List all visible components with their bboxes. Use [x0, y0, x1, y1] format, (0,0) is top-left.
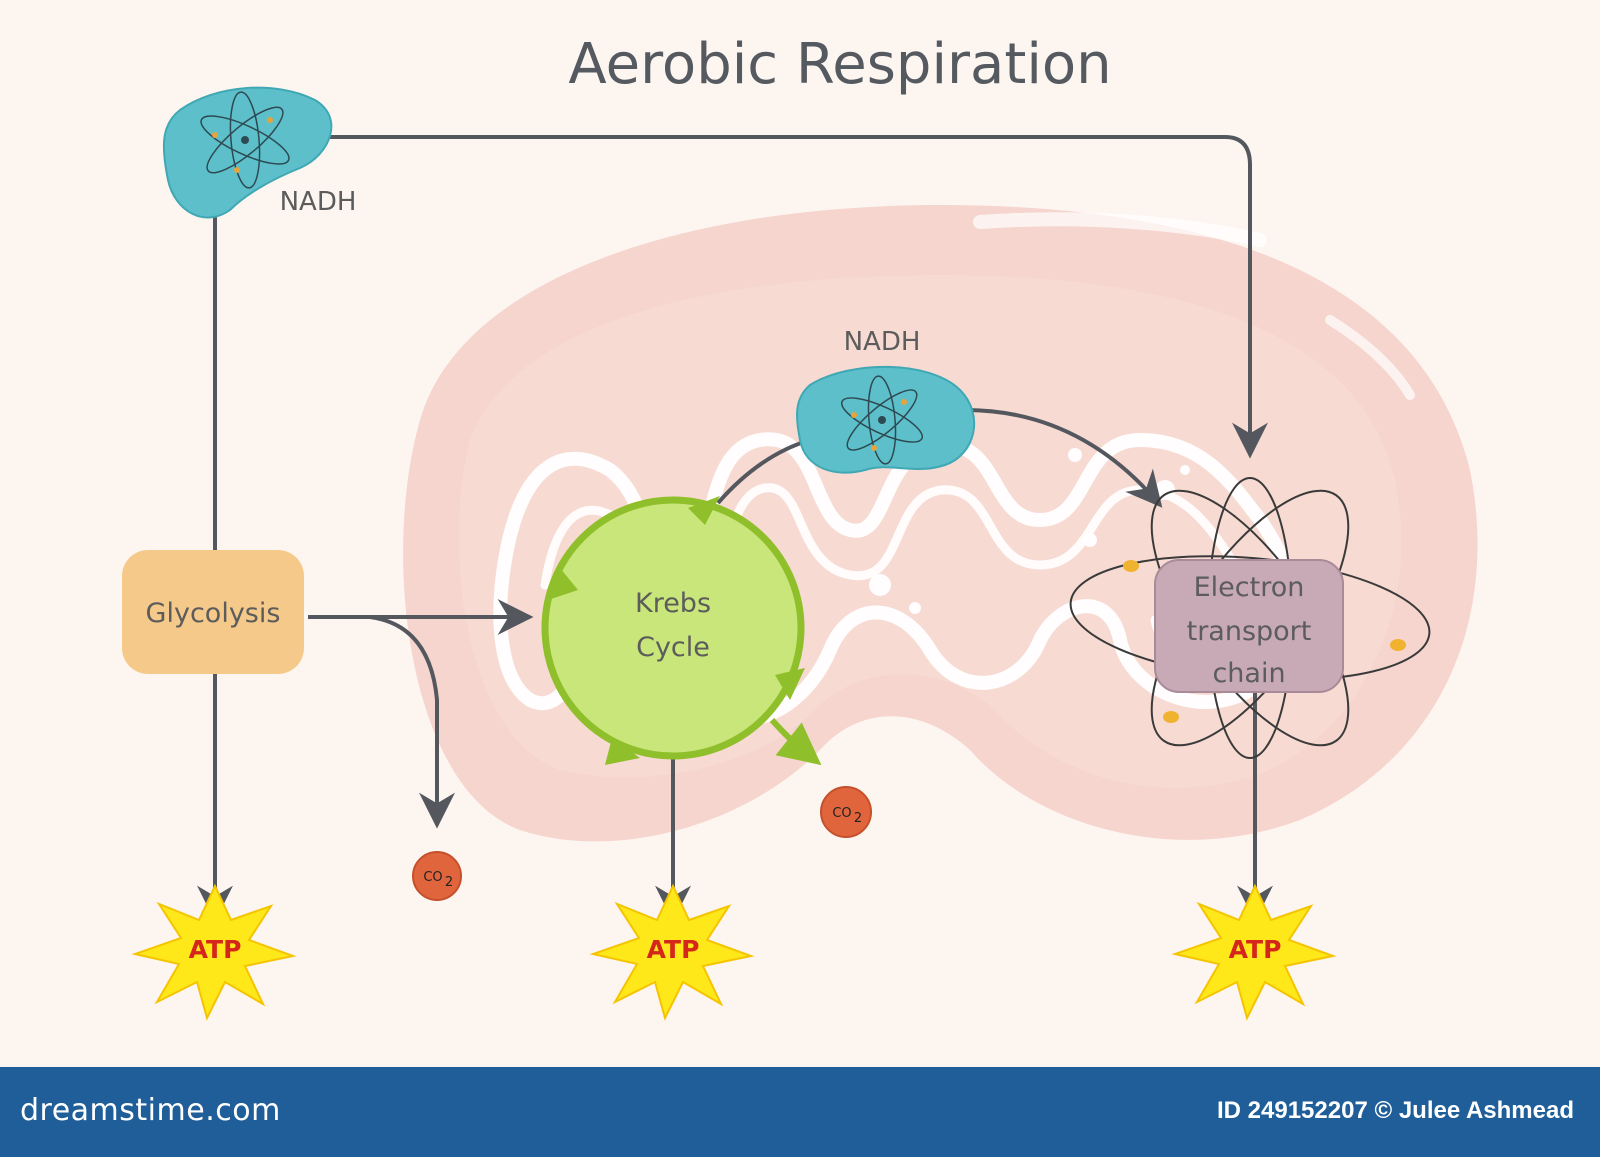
krebs-cycle-node: Krebs Cycle: [541, 496, 822, 766]
matrix-dot: [869, 574, 891, 596]
krebs-circle: [541, 496, 805, 760]
etc-label-line2: transport: [1187, 616, 1312, 647]
nadh-molecule-mid: [796, 365, 976, 474]
krebs-label-line1: Krebs: [635, 588, 711, 619]
nadh-mid-label: NADH: [844, 327, 921, 357]
matrix-dot: [1155, 480, 1175, 500]
co2-subscript: 2: [445, 875, 453, 890]
etc-box: [1154, 559, 1344, 693]
matrix-dot: [1068, 448, 1082, 462]
krebs-arrowhead: [775, 668, 805, 700]
atp-label: ATP: [189, 935, 242, 964]
footer-brand: dreamstime.com: [20, 1093, 281, 1128]
krebs-arrowhead: [605, 738, 640, 765]
watermark-footer: dreamstime.com ID 249152207 © Julee Ashm…: [0, 1067, 1600, 1157]
etc-node: Electron transport chain: [1069, 477, 1431, 759]
line-krebs-to-nadh: [716, 438, 811, 505]
arrow-nadh-mid-to-etc: [964, 408, 1163, 508]
aerobic-respiration-diagram: Aerobic Respiration: [122, 32, 1478, 1021]
atom-icon: [840, 375, 924, 465]
krebs-out-arrow: [769, 717, 822, 766]
arrow-nadh-to-etc: [320, 135, 1268, 459]
glycolysis-label: Glycolysis: [146, 598, 281, 629]
diagram-title: Aerobic Respiration: [568, 32, 1111, 97]
atp-burst-right: ATP: [1171, 883, 1337, 1021]
etc-label-line1: Electron: [1194, 572, 1305, 603]
co2-molecule-left: CO 2: [412, 851, 462, 901]
electron: [1390, 639, 1406, 651]
atp-burst-left: ATP: [131, 883, 297, 1021]
atp-burst-middle: ATP: [589, 883, 755, 1021]
co2-label: CO: [423, 870, 442, 885]
matrix-dot: [1083, 533, 1097, 547]
matrix-dot: [1180, 465, 1190, 475]
etc-label-line3: chain: [1212, 658, 1285, 689]
glycolysis-node: Glycolysis: [122, 550, 304, 674]
atp-label: ATP: [647, 935, 700, 964]
highlight-top: [973, 212, 1267, 247]
nadh-top-label: NADH: [280, 187, 357, 217]
krebs-arrowhead: [688, 496, 720, 525]
co2-molecule-right: CO 2: [820, 786, 872, 838]
matrix-dot: [909, 602, 921, 614]
co2-subscript: 2: [854, 811, 862, 826]
krebs-arrowhead: [548, 568, 578, 600]
highlight-right: [1325, 315, 1415, 400]
footer-credit: ID 249152207 © Julee Ashmead: [1217, 1097, 1574, 1124]
electron: [1163, 711, 1179, 723]
atom-icon: [200, 91, 290, 189]
connector-arrows: [197, 135, 1273, 922]
nadh-molecule-top: [162, 86, 333, 219]
electron: [1123, 560, 1139, 572]
arrow-glycolysis-to-co2: [369, 615, 455, 829]
nadh-top-blob: [162, 86, 333, 219]
co2-label: CO: [832, 806, 851, 821]
glycolysis-box: [122, 550, 304, 674]
atp-label: ATP: [1229, 935, 1282, 964]
krebs-label-line2: Cycle: [636, 632, 710, 663]
